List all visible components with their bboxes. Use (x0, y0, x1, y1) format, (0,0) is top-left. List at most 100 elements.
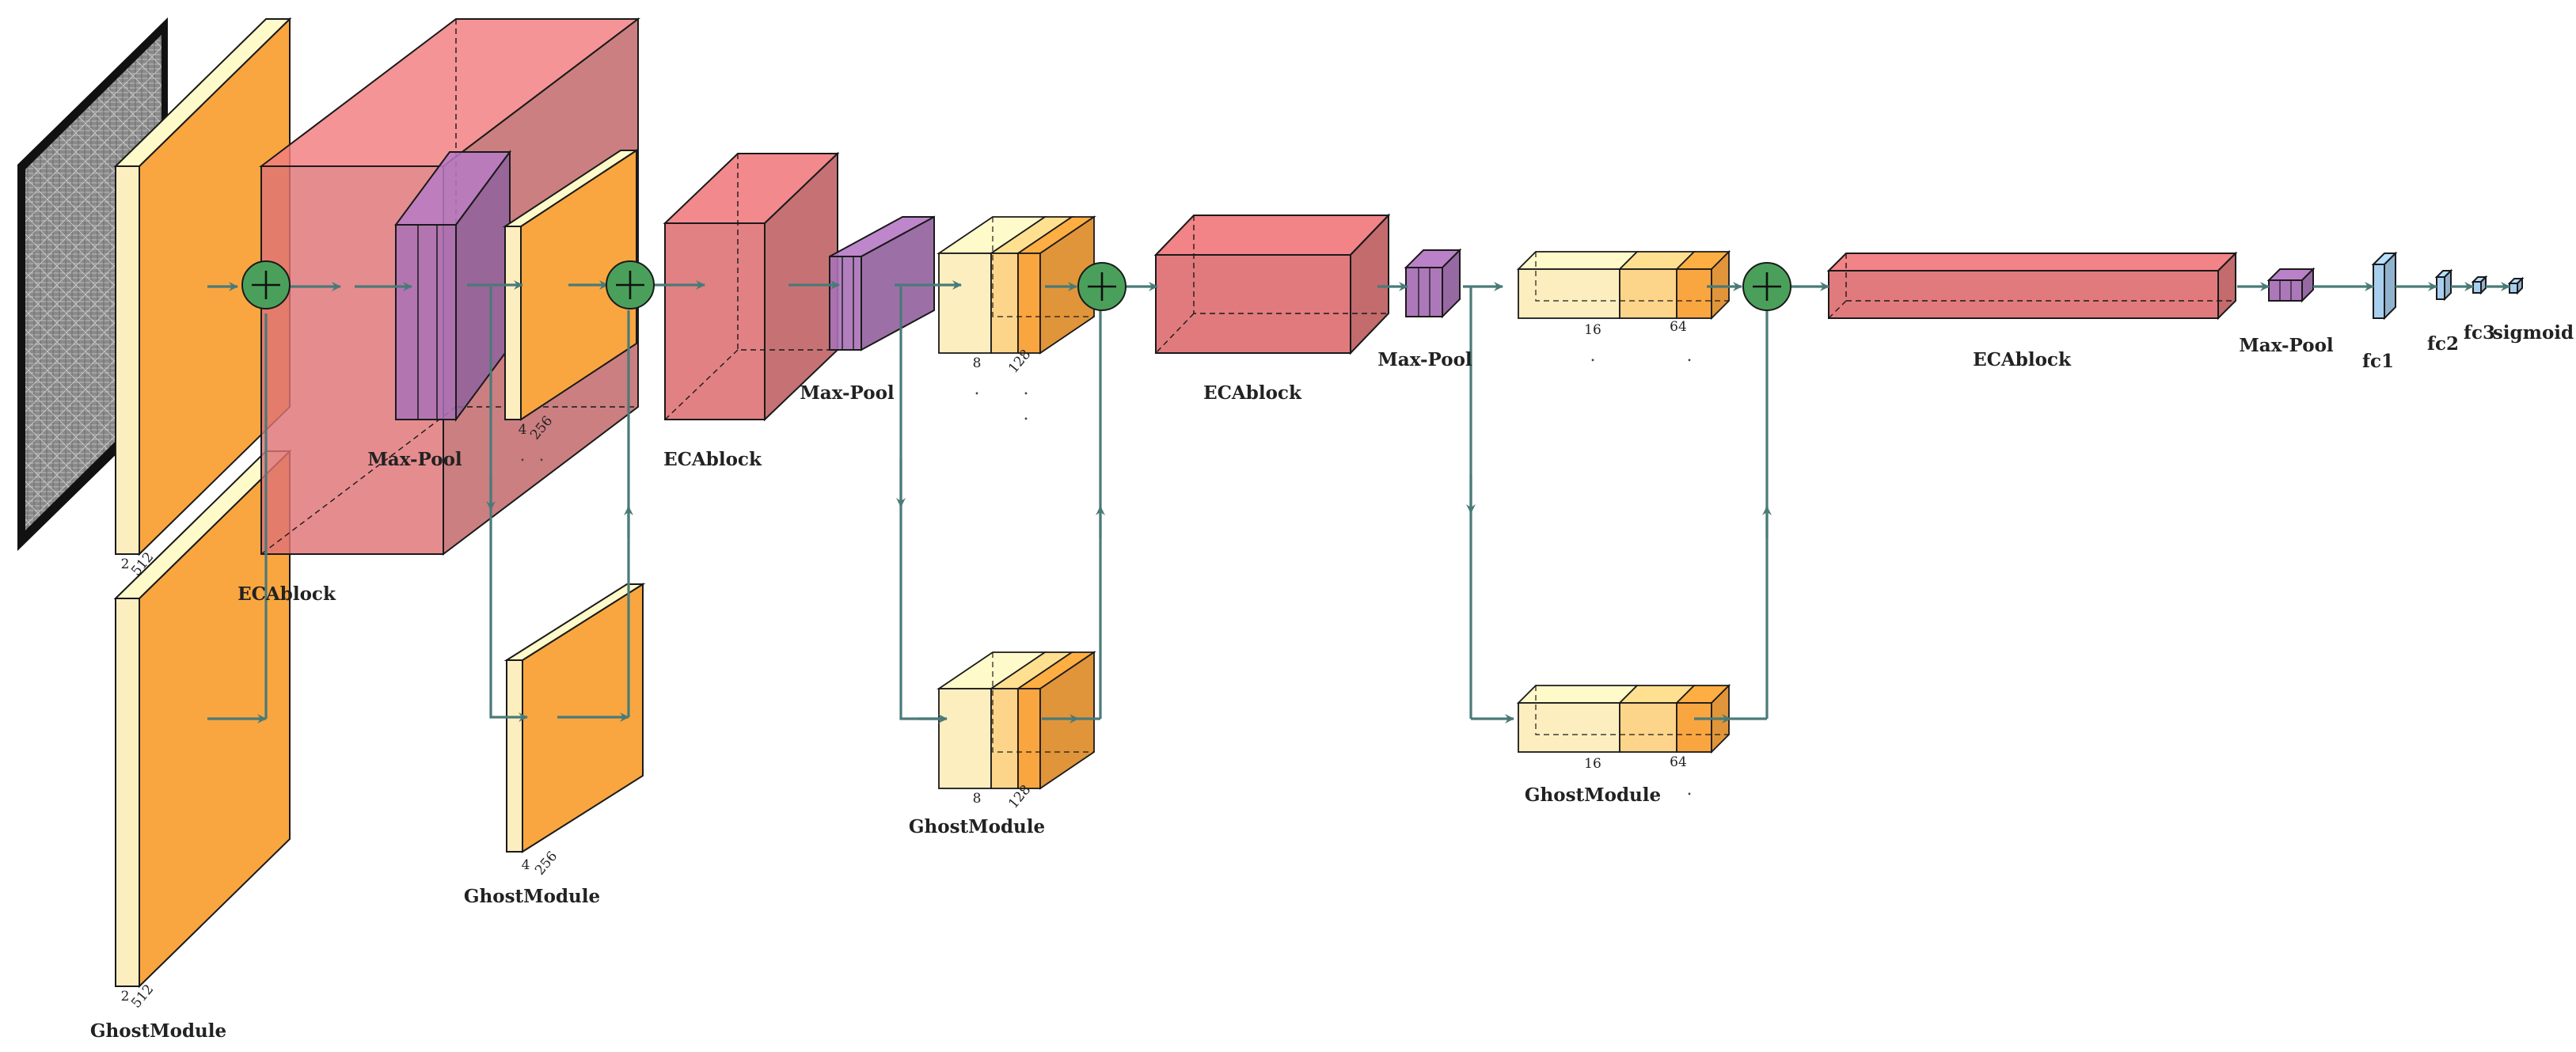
label-ecablock-1: ECAblock (237, 583, 336, 605)
ellipsis-dot-8: . (1024, 404, 1029, 424)
sum-node-2 (606, 260, 655, 310)
b4-bot-conv-front-0 (1518, 702, 1620, 753)
eca-4-hidden-edges (1828, 253, 2236, 319)
sum-node-4-plus (1753, 272, 1781, 301)
b3-top-conv-front-1 (990, 253, 1019, 354)
sigmoid-node (2507, 276, 2525, 295)
dim-b4-bot-a: 16 (1584, 756, 1601, 772)
eca-2-front (664, 222, 766, 420)
line-split-3 (899, 287, 944, 720)
dim-b2-bot-a: 4 (522, 857, 530, 873)
label-maxpool-1: Max-Pool (367, 449, 462, 470)
label-ecablock-3: ECAblock (1203, 382, 1302, 404)
b4-top-conv-hidden-edges (1535, 252, 1729, 302)
maxpool-4 (2266, 267, 2316, 303)
b4-top-conv-front-1 (1619, 268, 1677, 319)
b3-top-conv-front-2 (1017, 253, 1041, 354)
fc2-front (2436, 276, 2445, 300)
label-fc1: fc1 (2362, 351, 2394, 372)
arrow-split2-ghost2 (489, 510, 528, 722)
ellipsis-dot-7: . (1687, 780, 1693, 799)
layer-shapes (17, 17, 2525, 989)
ellipsis-dot-4: . (1024, 379, 1029, 399)
dim-b4-top-a: 16 (1584, 322, 1601, 338)
maxpool-2-slices (842, 256, 854, 350)
sum-node-2-plus (616, 271, 644, 299)
sum-nodes (241, 260, 1791, 311)
fc1-front (2373, 264, 2385, 319)
b4-top-conv (1516, 249, 1731, 321)
eca-2 (663, 151, 840, 422)
maxpool-3-slices (1418, 268, 1430, 317)
b3-bot-conv (937, 651, 1096, 790)
ellipsis-dot-2: . (539, 446, 545, 465)
sigmoid-node-front (2509, 283, 2518, 294)
eca-3 (1153, 213, 1391, 355)
eca-4-top (1826, 253, 2238, 272)
b2-bot-conv-front (506, 659, 523, 853)
maxpool-1-front (395, 224, 457, 420)
maxpool-3-front (1405, 267, 1443, 317)
b3-top-conv-front-0 (938, 253, 992, 354)
ellipsis-dot-5: . (1590, 346, 1596, 366)
maxpool-4-front (2268, 279, 2303, 302)
label-maxpool-4: Max-Pool (2239, 335, 2334, 356)
dim-b1-top-a: 2 (121, 556, 130, 572)
label-maxpool-3: Max-Pool (1377, 349, 1472, 370)
eca-4-front (1828, 270, 2219, 319)
ellipsis-dot-3: . (975, 379, 980, 399)
b4-bot-conv-front-1 (1619, 702, 1677, 753)
ellipsis-dot-1: . (520, 446, 526, 465)
eca-3-top (1153, 215, 1391, 256)
fc3-front (2472, 281, 2482, 294)
label-ghostmodule-1: GhostModule (90, 1020, 226, 1042)
sum-node-3-plus (1088, 272, 1116, 301)
sum-node-1-plus (252, 271, 280, 299)
b2-top-conv (502, 149, 640, 421)
b3-bot-conv-hidden-edges (992, 652, 1094, 753)
label-ghostmodule-2: GhostModule (464, 886, 600, 907)
eca-3-front (1155, 254, 1351, 354)
dim-b1-bot-a: 2 (121, 989, 130, 1005)
maxpool-4-slices (2279, 280, 2292, 301)
b2-top-conv-front (504, 226, 522, 420)
connection-arrows (207, 280, 2510, 723)
eca-4 (1826, 251, 2238, 321)
sum-node-1 (241, 260, 291, 310)
sum-node-3 (1077, 262, 1127, 311)
b3-bot-conv-front-2 (1017, 688, 1041, 789)
b3-top-conv (937, 215, 1096, 355)
dim-b2-bot-b: 256 (532, 849, 560, 879)
b4-top-conv-front-0 (1518, 268, 1620, 319)
sum-node-4 (1742, 262, 1791, 311)
b3-top-conv-hidden-edges (992, 217, 1094, 317)
label-ghostmodule-4: GhostModule (1525, 784, 1661, 806)
eca-2-hidden-edges (664, 154, 838, 420)
fc2 (2434, 268, 2453, 302)
label-fc2: fc2 (2427, 333, 2459, 355)
b3-bot-conv-front-0 (938, 688, 992, 789)
b4-top-conv-front-2 (1676, 268, 1712, 319)
label-ecablock-2: ECAblock (663, 449, 762, 470)
maxpool-3 (1404, 248, 1462, 319)
dim-b3-top-a: 8 (973, 355, 982, 371)
fc1 (2371, 251, 2398, 321)
label-fc3: fc3 (2464, 322, 2495, 344)
fc2-side (2444, 268, 2452, 302)
label-maxpool-2: Max-Pool (800, 382, 895, 404)
label-ghostmodule-3: GhostModule (909, 816, 1045, 837)
b4-bot-conv-hidden-edges (1535, 686, 1729, 735)
b1-bot-conv-front (115, 598, 140, 987)
maxpool-2-front (829, 256, 862, 351)
b4-bot-conv-front-2 (1676, 702, 1712, 753)
eca-3-hidden-edges (1155, 215, 1389, 354)
maxpool-1-slices (417, 225, 438, 420)
dim-b4-bot-b: 64 (1670, 754, 1687, 770)
dim-b4-top-b: 64 (1670, 319, 1687, 335)
label-sigmoid: sigmoid (2493, 322, 2574, 344)
dim-b3-bot-a: 8 (973, 791, 982, 807)
label-ecablock-4: ECAblock (1973, 349, 2072, 370)
fc1-side (2384, 251, 2396, 321)
fc3 (2471, 275, 2488, 295)
